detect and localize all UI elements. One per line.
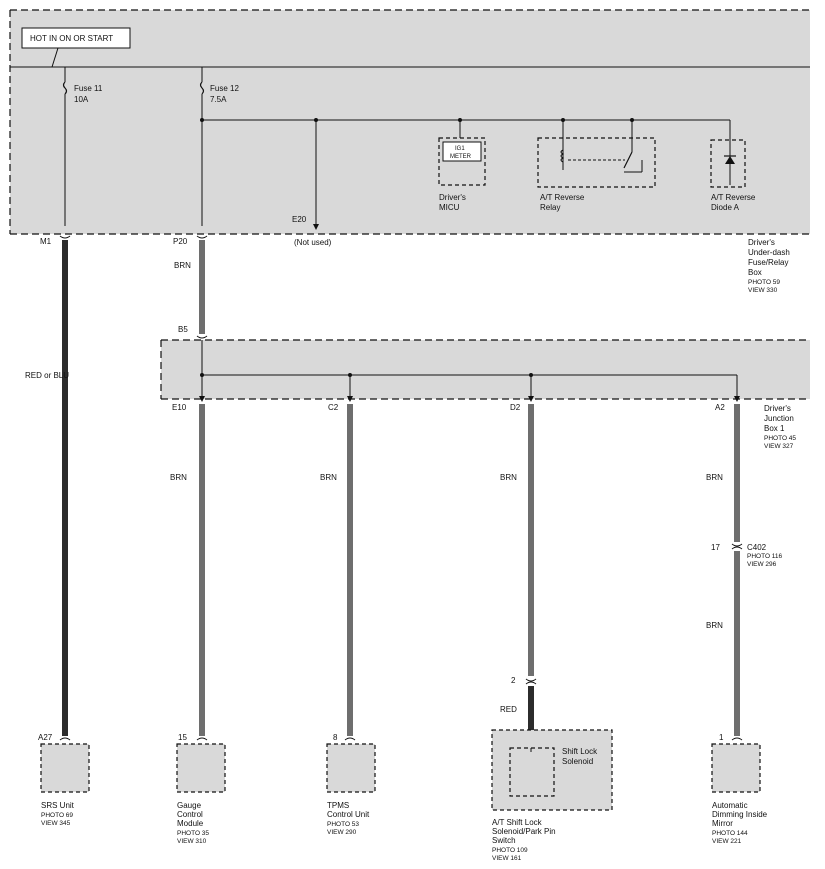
reverse-diode: A/T Reverse Diode A	[710, 120, 756, 212]
fuse-11: Fuse 11 10A	[62, 67, 103, 226]
wire-gauge: BRN 15	[170, 404, 208, 742]
mirror-label-line-1: Automatic	[712, 801, 748, 810]
micu-label-line-2: MICU	[439, 203, 460, 212]
shift-lock-switch: Shift Lock Solenoid A/T Shift Lock Solen…	[491, 729, 613, 862]
c402-view: VIEW 296	[747, 561, 777, 568]
shift-lock-inner-line-1: Shift Lock	[562, 747, 598, 756]
c402-name: C402	[747, 543, 767, 552]
fuse-box-label-line-2: Under-dash	[748, 248, 790, 257]
pin-a27: A27	[38, 733, 53, 742]
srs-unit-label: SRS Unit	[41, 801, 75, 810]
fuse-box-label-line-4: Box	[748, 268, 762, 277]
tpms-view: VIEW 290	[327, 829, 357, 836]
wire-srs-color: RED or BLU	[25, 371, 69, 380]
terminal-p20: P20	[173, 237, 188, 246]
micu-inner-line-2: METER	[450, 154, 472, 160]
wire-feed-color: BRN	[174, 261, 191, 270]
fuse-12: Fuse 12 7.5A	[199, 67, 239, 226]
shift-view: VIEW 161	[492, 855, 522, 862]
terminal-b5: B5	[178, 325, 188, 334]
relay-label-line-2: Relay	[540, 203, 560, 212]
fuse-11-name: Fuse 11	[74, 84, 103, 93]
mirror-view: VIEW 221	[712, 838, 742, 845]
diode-label-line-1: A/T Reverse	[711, 193, 756, 202]
junction-box: Driver's Junction Box 1 PHOTO 45 VIEW 32…	[160, 339, 810, 450]
micu: IG1 METER Driver's MICU	[438, 120, 486, 212]
pin-2: 2	[511, 676, 516, 685]
c402-photo: PHOTO 116	[747, 553, 783, 560]
wire-shift-lock: BRN 2 RED	[500, 404, 537, 750]
wire-shift-color2: RED	[500, 705, 517, 714]
fuse-box-view: VIEW 330	[748, 287, 778, 294]
terminal-a2: A2	[715, 403, 725, 412]
junction-box-label-line-1: Driver's	[764, 404, 791, 413]
fuse-box-label-line-3: Fuse/Relay	[748, 258, 788, 267]
wire-srs: RED or BLU A27	[25, 235, 71, 742]
fuse-box-label: Driver's Under-dash Fuse/Relay Box PHOTO…	[748, 238, 790, 294]
wire-gauge-color: BRN	[170, 473, 187, 482]
wire-mirror-color2: BRN	[706, 621, 723, 630]
wire-tpms-color: BRN	[320, 473, 337, 482]
terminal-c2: C2	[328, 403, 339, 412]
dimming-mirror: Automatic Dimming Inside Mirror PHOTO 14…	[711, 743, 768, 845]
mirror-label-line-3: Mirror	[712, 819, 733, 828]
c402-pin: 17	[711, 543, 720, 552]
tpms-label-line-1: TPMS	[327, 801, 349, 810]
connector-c402: 17 C402 PHOTO 116 VIEW 296	[711, 543, 783, 568]
terminal-e10: E10	[172, 403, 187, 412]
gauge-control-module: Gauge Control Module PHOTO 35 VIEW 310	[176, 743, 226, 845]
gauge-label-line-1: Gauge	[177, 801, 202, 810]
relay-label-line-1: A/T Reverse	[540, 193, 585, 202]
reverse-relay: A/T Reverse Relay	[537, 120, 656, 212]
fuse-12-name: Fuse 12	[210, 84, 239, 93]
unused-terminal: E20	[292, 215, 307, 224]
fuse-box-photo: PHOTO 59	[748, 279, 780, 286]
power-source-label: HOT IN ON OR START	[30, 34, 113, 43]
fuse-11-rating: 10A	[74, 95, 89, 104]
shift-lock-inner-line-2: Solenoid	[562, 757, 593, 766]
srs-unit: SRS Unit PHOTO 69 VIEW 345	[40, 743, 90, 827]
pin-8: 8	[333, 733, 338, 742]
gauge-photo: PHOTO 35	[177, 830, 209, 837]
shift-label-line-1: A/T Shift Lock	[492, 818, 543, 827]
mirror-photo: PHOTO 144	[712, 830, 748, 837]
wire-mirror-color: BRN	[706, 473, 723, 482]
pin-1: 1	[719, 733, 724, 742]
gauge-label-line-2: Control	[177, 810, 203, 819]
shift-photo: PHOTO 109	[492, 847, 528, 854]
gauge-view: VIEW 310	[177, 838, 207, 845]
micu-inner-line-1: IG1	[455, 146, 465, 152]
micu-label-line-1: Driver's	[439, 193, 466, 202]
fuse-box-label-line-1: Driver's	[748, 238, 775, 247]
wire-tpms: BRN 8	[320, 404, 356, 742]
junction-box-photo: PHOTO 45	[764, 435, 796, 442]
junction-box-view: VIEW 327	[764, 443, 794, 450]
fuse-12-rating: 7.5A	[210, 95, 227, 104]
fuse-relay-box	[9, 9, 810, 235]
gauge-label-line-3: Module	[177, 819, 204, 828]
junction-box-label-line-2: Junction	[764, 414, 794, 423]
mirror-label-line-2: Dimming Inside	[712, 810, 768, 819]
pin-15: 15	[178, 733, 187, 742]
diode-label-line-2: Diode A	[711, 203, 740, 212]
unused-note: (Not used)	[294, 238, 332, 247]
shift-label-line-2: Solenoid/Park Pin	[492, 827, 556, 836]
junction-box-label-line-3: Box 1	[764, 424, 785, 433]
terminal-d2: D2	[510, 403, 521, 412]
srs-unit-photo: PHOTO 69	[41, 812, 73, 819]
power-source: HOT IN ON OR START	[21, 27, 131, 68]
wire-shift-color: BRN	[500, 473, 517, 482]
wire-mirror: BRN BRN 1	[706, 404, 743, 742]
srs-unit-view: VIEW 345	[41, 820, 71, 827]
shift-label-line-3: Switch	[492, 836, 516, 845]
tpms-label-line-2: Control Unit	[327, 810, 370, 819]
tpms-photo: PHOTO 53	[327, 821, 359, 828]
tpms-control-unit: TPMS Control Unit PHOTO 53 VIEW 290	[326, 743, 376, 836]
wire-feed: BRN B5	[174, 235, 208, 339]
terminal-m1: M1	[40, 237, 52, 246]
